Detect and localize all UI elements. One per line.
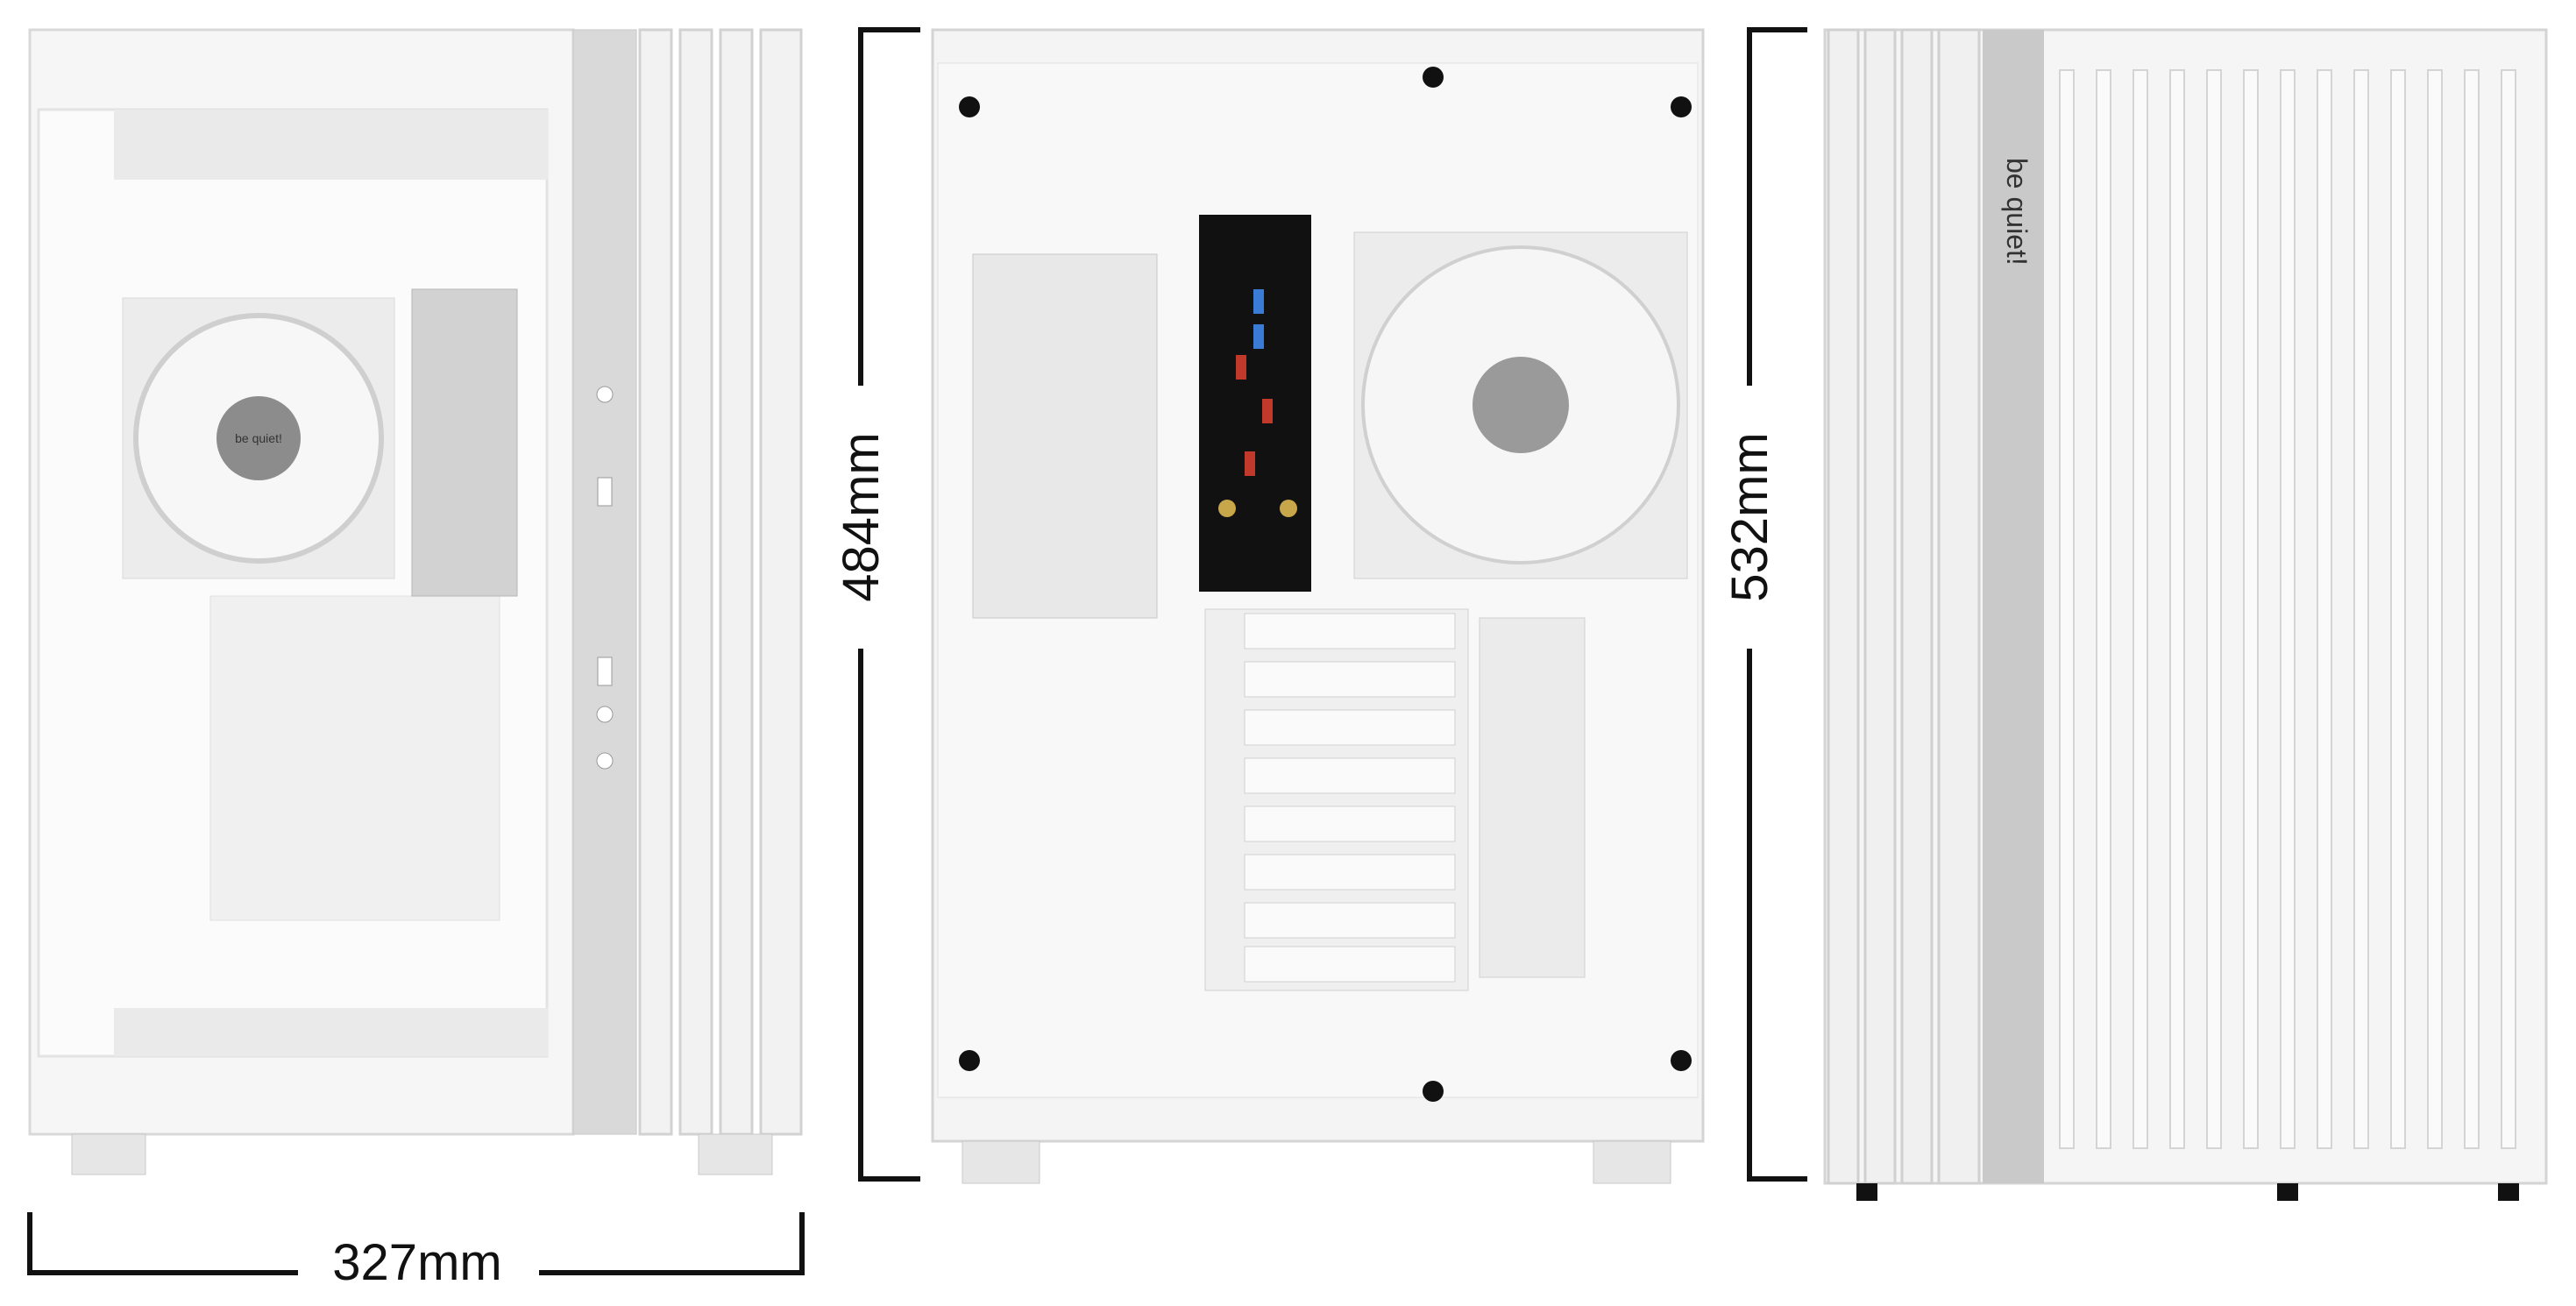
height-dimension-bracket: [1747, 27, 1807, 1182]
front-slats: [638, 28, 803, 1136]
front-mesh-slats: [2059, 69, 2516, 1149]
foot: [1593, 1140, 1671, 1184]
io-shield: [1199, 215, 1311, 592]
height-label: 532mm: [1721, 432, 1778, 601]
front-view-case: [1823, 28, 2548, 1201]
pci-slots: [1204, 608, 1469, 991]
motherboard-tray: [209, 595, 500, 921]
side-view-case: [28, 28, 803, 1175]
foot: [71, 1133, 146, 1175]
foot: [2498, 1183, 2519, 1201]
depth-label: 327mm: [332, 1234, 501, 1291]
width-dimension-bracket: [858, 27, 920, 1182]
depth-dimension-bracket: [27, 1212, 805, 1275]
fan-logo: be quiet!: [235, 431, 282, 445]
foot: [1856, 1183, 1877, 1201]
front-logo: be quiet!: [2001, 158, 2033, 266]
foot: [2277, 1183, 2298, 1201]
rear-fan-grill: [1353, 231, 1688, 579]
fan-side: [122, 297, 395, 579]
rear-view-case: [931, 28, 1705, 1184]
reset-button-icon: [596, 752, 614, 770]
width-label: 484mm: [833, 432, 890, 601]
power-button-icon: [596, 386, 614, 403]
audio-jack-icon: [596, 706, 614, 723]
foot: [962, 1140, 1040, 1184]
psu-area: [972, 253, 1158, 619]
usb-port-icon: [597, 657, 613, 686]
usb-port-icon: [597, 477, 613, 507]
front-accent-strip: [1983, 30, 2044, 1183]
foot: [698, 1133, 773, 1175]
